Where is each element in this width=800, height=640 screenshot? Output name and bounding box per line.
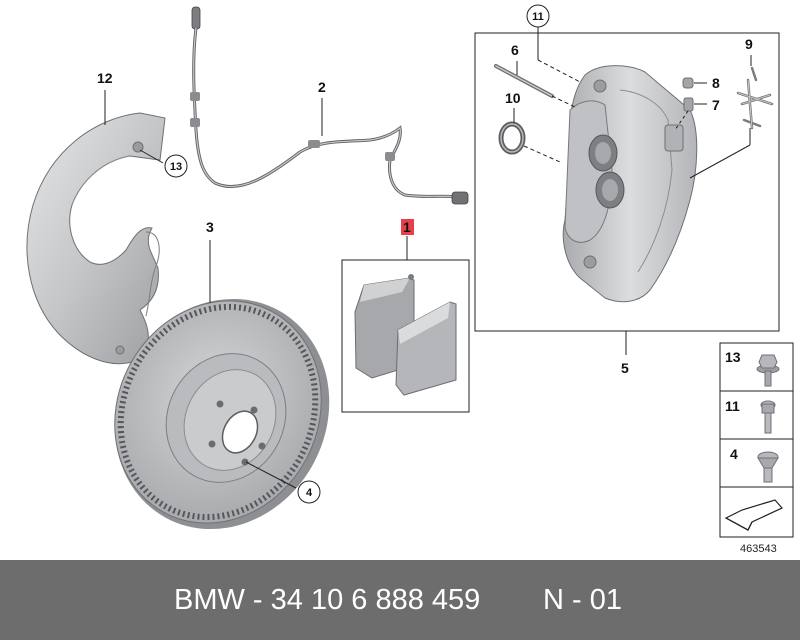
brake-disc-part — [114, 298, 330, 530]
callout-label-13: 13 — [170, 161, 182, 173]
label-1: 1 — [401, 219, 414, 260]
label-2: 2 — [318, 79, 326, 136]
countersunk-screw-icon — [757, 451, 779, 483]
part-label-8: 8 — [712, 75, 720, 91]
legend-item-13: 13 — [719, 342, 794, 392]
callout-13-splash: 13 — [139, 149, 188, 178]
footer-bar: BMW - 34 10 6 888 459 N - 01 — [0, 560, 800, 640]
callout-4-disc: 4 — [245, 461, 321, 504]
label-9: 9 — [745, 36, 753, 66]
brake-caliper-part — [562, 65, 698, 303]
legend-number-13: 13 — [725, 349, 741, 365]
label-12: 12 — [97, 70, 113, 125]
legend-number-11: 11 — [725, 398, 740, 414]
part-number-text: BMW - 34 10 6 888 459 — [174, 584, 481, 616]
bleeder-screw-part — [674, 97, 694, 131]
part-label-2: 2 — [318, 79, 326, 95]
parts-diagram-canvas: 12 13 2 3 — [26, 4, 794, 555]
image-number: 463543 — [740, 543, 777, 555]
bolt-icon — [760, 400, 776, 434]
spring-clip-part — [689, 66, 774, 179]
part-label-10: 10 — [505, 90, 521, 106]
brake-pad-set-part — [341, 259, 470, 413]
label-10: 10 — [505, 90, 521, 123]
seal-ring-part — [498, 121, 561, 163]
label-3: 3 — [206, 219, 214, 303]
part-label-6: 6 — [511, 42, 519, 58]
part-label-3: 3 — [206, 219, 214, 235]
part-label-1: 1 — [403, 219, 411, 235]
wear-sensor-part — [190, 6, 469, 205]
callout-11-caliper: 11 — [526, 4, 581, 83]
label-5: 5 — [621, 331, 629, 376]
part-label-9: 9 — [745, 36, 753, 52]
caliper-assembly-frame — [474, 32, 780, 332]
splash-guard-part — [26, 112, 166, 365]
direction-arrow-icon — [724, 499, 783, 531]
legend-item-direction — [719, 486, 794, 538]
label-8: 8 — [694, 75, 720, 91]
legend-item-4: 4 — [719, 438, 794, 488]
callout-label-4: 4 — [306, 487, 313, 499]
legend-number-4: 4 — [730, 446, 738, 462]
legend-item-11: 11 — [719, 390, 794, 440]
label-6: 6 — [511, 42, 519, 75]
bleeder-cap-part — [682, 77, 694, 89]
callout-label-11: 11 — [532, 11, 544, 23]
highlight-box — [401, 219, 414, 235]
part-label-12: 12 — [97, 70, 113, 86]
bolt-washer-icon — [756, 354, 780, 387]
variant-code-text: N - 01 — [543, 584, 622, 616]
guide-pin-part — [494, 64, 578, 109]
label-7: 7 — [694, 97, 720, 113]
part-label-5: 5 — [621, 360, 629, 376]
part-label-7: 7 — [712, 97, 720, 113]
